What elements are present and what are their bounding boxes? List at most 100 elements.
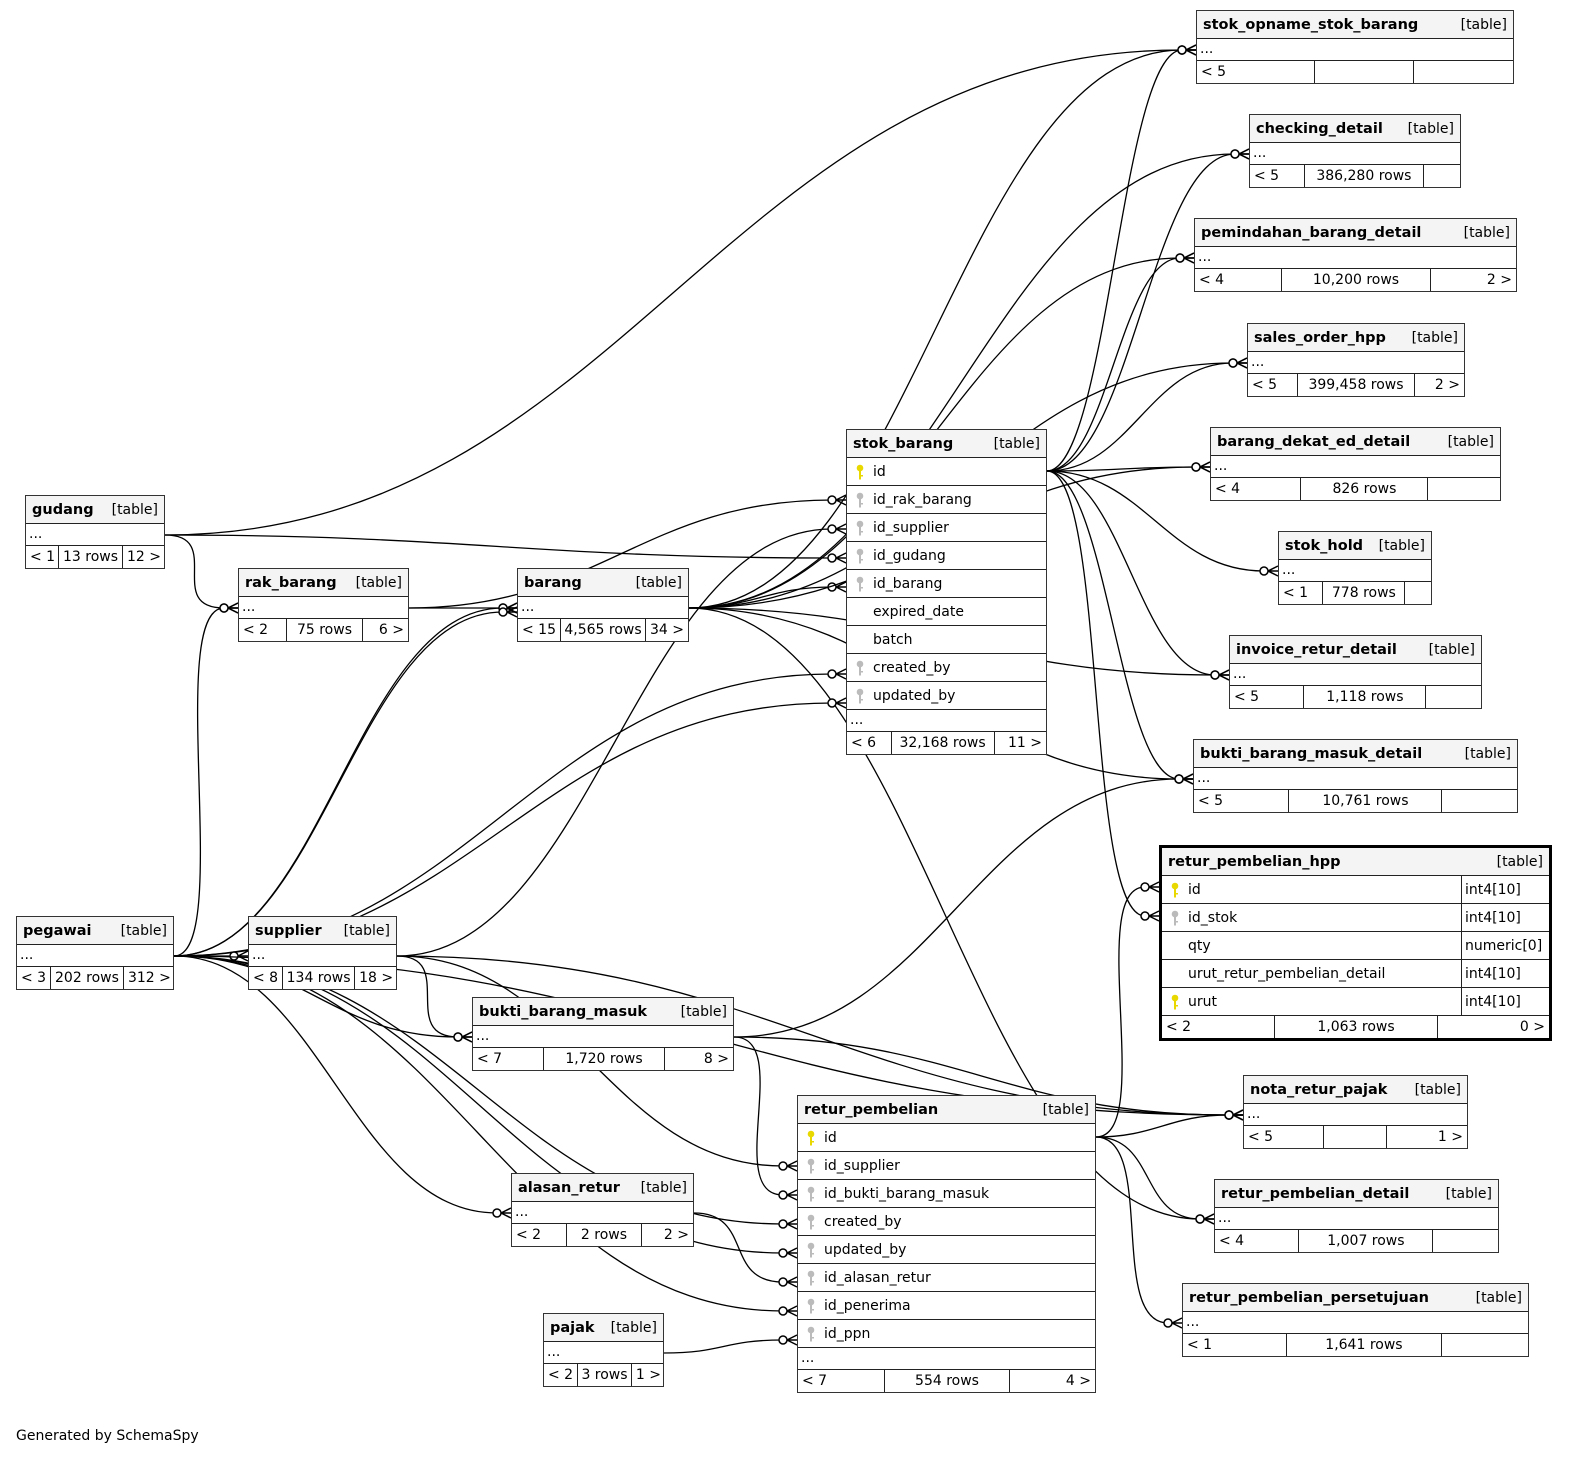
more-columns[interactable]: ... [1194,768,1517,790]
parents-link[interactable]: < 5 [1198,793,1224,809]
column-row[interactable]: updated_by [847,682,1046,710]
column-name[interactable]: id_supplier [824,1157,900,1174]
column-row[interactable]: id_supplier [798,1152,1095,1180]
parents-link[interactable]: < 3 [21,970,47,986]
parents-link[interactable]: < 2 [516,1227,542,1243]
column-name[interactable]: id_barang [873,575,943,592]
children-link[interactable]: 34 > [650,622,684,638]
table-name[interactable]: pajak [550,1319,595,1336]
more-columns[interactable]: ... [473,1026,733,1048]
more-columns[interactable]: ... [1215,1208,1498,1230]
table-header[interactable]: sales_order_hpp[table] [1248,324,1464,352]
parents-link[interactable]: < 4 [1199,272,1225,288]
parents-link[interactable]: < 6 [851,735,877,751]
parents-link[interactable]: < 5 [1252,377,1278,393]
children-link[interactable]: 312 > [127,970,171,986]
more-columns[interactable]: ... [1244,1104,1467,1126]
more-columns[interactable]: ... [1197,39,1513,61]
table-header[interactable]: retur_pembelian_hpp[table] [1162,848,1549,876]
children-link[interactable] [1428,478,1500,500]
parents-link[interactable]: < 2 [1166,1019,1192,1035]
table-header[interactable]: bukti_barang_masuk[table] [473,998,733,1026]
table-header[interactable]: alasan_retur[table] [512,1174,693,1202]
column-name[interactable]: id_ppn [824,1325,871,1342]
parents-link[interactable]: < 7 [477,1051,503,1067]
more-columns[interactable]: ... [798,1348,1095,1370]
column-name[interactable]: created_by [873,659,951,676]
table-header[interactable]: pegawai[table] [17,917,173,945]
more-columns[interactable]: ... [1211,456,1500,478]
table-name[interactable]: stok_hold [1285,537,1364,554]
column-row[interactable]: id_penerima [798,1292,1095,1320]
column-name[interactable]: id [1188,881,1201,898]
parents-link[interactable]: < 1 [1187,1337,1213,1353]
column-row[interactable]: id [847,458,1046,486]
children-link[interactable] [1433,1230,1498,1252]
column-name[interactable]: id_rak_barang [873,491,972,508]
more-columns[interactable]: ... [249,945,396,967]
children-link[interactable]: 11 > [1008,735,1043,751]
parents-link[interactable]: < 2 [243,622,269,638]
table-name[interactable]: barang [524,574,582,591]
table-name[interactable]: stok_barang [853,435,954,452]
children-link[interactable]: 18 > [359,970,394,986]
children-link[interactable]: 2 > [663,1227,689,1243]
table-header[interactable]: stok_hold[table] [1279,532,1431,560]
parents-link[interactable]: < 4 [1215,481,1241,497]
column-name[interactable]: id_penerima [824,1297,911,1314]
column-row[interactable]: id_supplier [847,514,1046,542]
column-row[interactable]: updated_by [798,1236,1095,1264]
table-header[interactable]: rak_barang[table] [239,569,408,597]
table-header[interactable]: barang_dekat_ed_detail[table] [1211,428,1500,456]
table-name[interactable]: invoice_retur_detail [1236,641,1397,658]
children-link[interactable]: 2 > [1486,272,1512,288]
table-name[interactable]: pegawai [23,922,92,939]
parents-link[interactable]: < 5 [1254,168,1280,184]
more-columns[interactable]: ... [512,1202,693,1224]
table-name[interactable]: retur_pembelian_hpp [1168,853,1341,870]
column-row[interactable]: created_by [847,654,1046,682]
column-name[interactable]: updated_by [824,1241,907,1258]
table-header[interactable]: retur_pembelian[table] [798,1096,1095,1124]
table-name[interactable]: checking_detail [1256,120,1383,137]
column-row[interactable]: id [798,1124,1095,1152]
children-link[interactable] [1442,790,1517,812]
children-link[interactable]: 1 > [1437,1129,1463,1145]
table-name[interactable]: supplier [255,922,322,939]
column-name[interactable]: qty [1188,937,1211,954]
more-columns[interactable]: ... [239,597,408,619]
table-name[interactable]: barang_dekat_ed_detail [1217,433,1411,450]
children-link[interactable] [1426,686,1481,708]
children-link[interactable]: 1 > [635,1367,661,1383]
more-columns[interactable]: ... [847,710,1046,732]
parents-link[interactable]: < 5 [1234,689,1260,705]
more-columns[interactable]: ... [17,945,173,967]
table-header[interactable]: pemindahan_barang_detail[table] [1195,219,1516,247]
column-name[interactable]: id [873,463,886,480]
children-link[interactable]: 0 > [1519,1019,1545,1035]
children-link[interactable] [1414,61,1513,83]
table-header[interactable]: invoice_retur_detail[table] [1230,636,1481,664]
column-row[interactable]: id_rak_barang [847,486,1046,514]
table-name[interactable]: gudang [32,501,94,518]
more-columns[interactable]: ... [26,524,164,546]
column-row[interactable]: id_alasan_retur [798,1264,1095,1292]
column-name[interactable]: urut_retur_pembelian_detail [1188,965,1386,982]
column-name[interactable]: id_stok [1188,909,1238,926]
